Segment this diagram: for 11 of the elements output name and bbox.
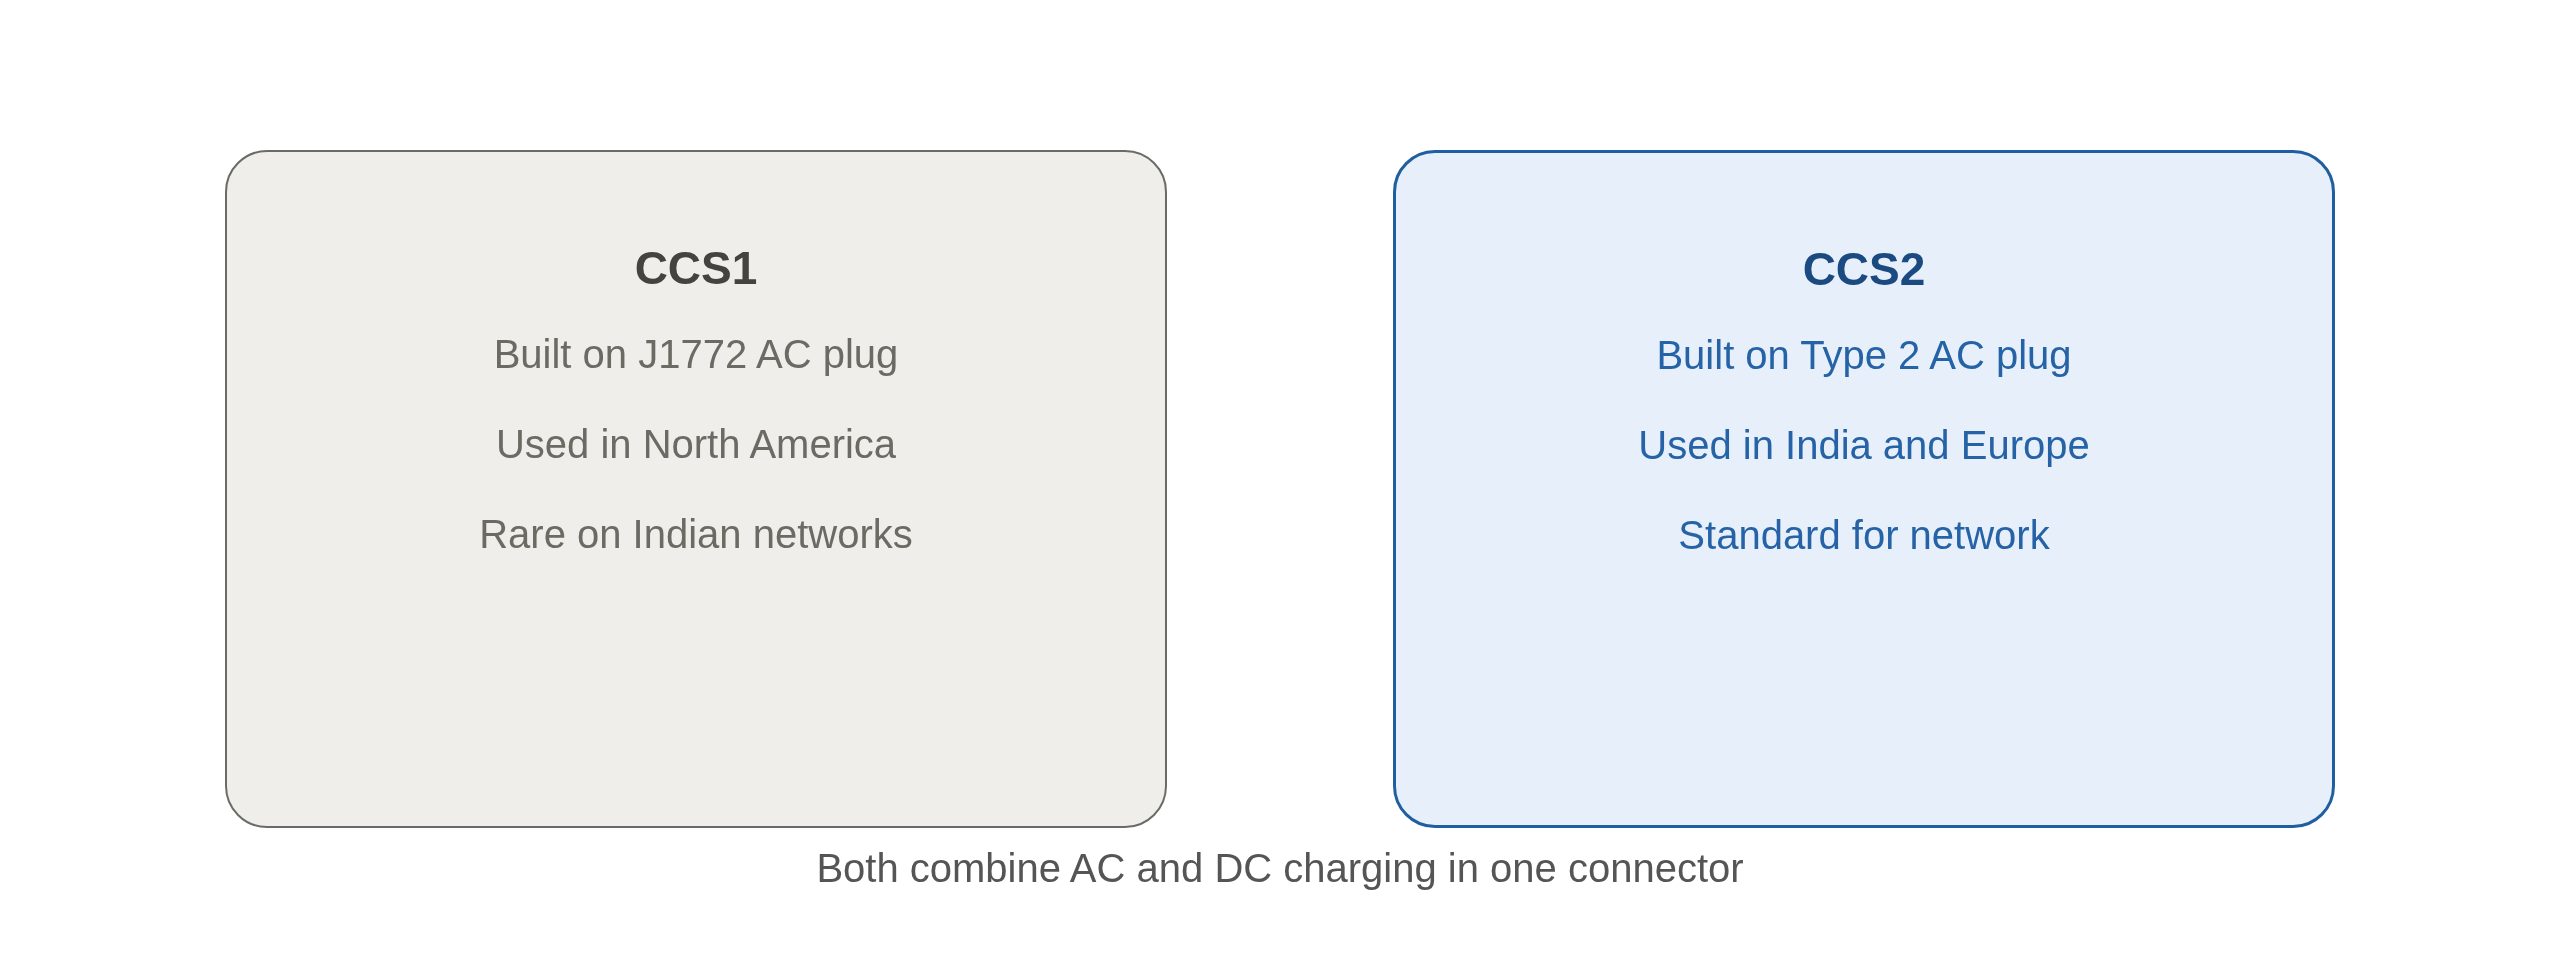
card-text: Rare on Indian networks (479, 511, 913, 558)
comparison-card (225, 150, 1167, 828)
card-text: Standard for network (1678, 512, 2050, 559)
caption: Both combine AC and DC charging in one connector (816, 845, 1744, 892)
card-heading: CCS2 (1802, 242, 1926, 297)
comparison-card (1393, 150, 2335, 828)
card-heading: CCS1 (634, 241, 758, 296)
card-text: Built on J1772 AC plug (493, 331, 899, 378)
card-text: Used in India and Europe (1638, 422, 2090, 469)
card-text: Used in North America (495, 421, 897, 468)
card-text: Built on Type 2 AC plug (1656, 332, 2072, 379)
